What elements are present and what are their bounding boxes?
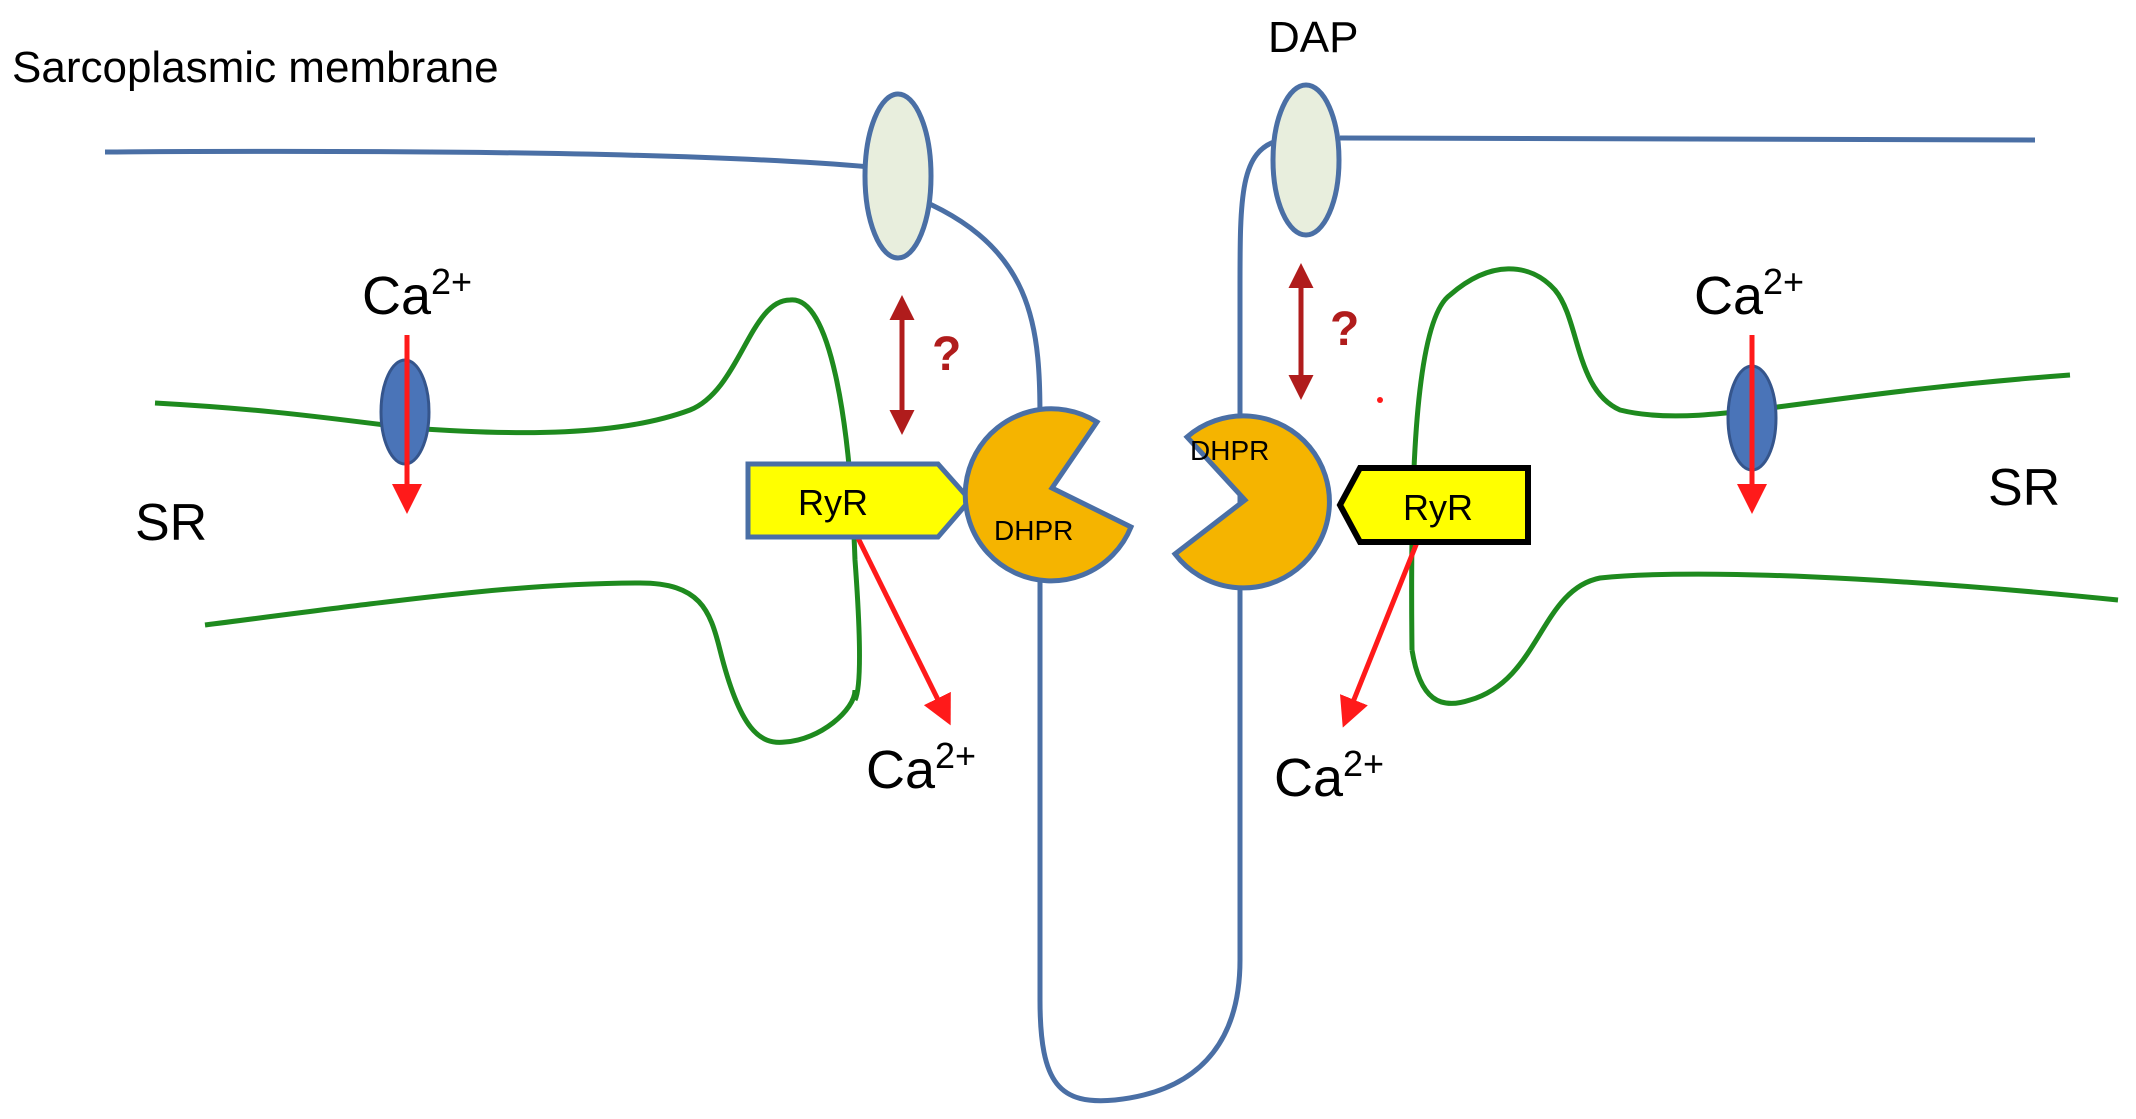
ca-charge: 2+: [1763, 261, 1804, 302]
ca-symbol: Ca: [1274, 748, 1344, 808]
t-tubule: [894, 137, 1281, 1104]
sr-label-right: SR: [1988, 459, 2060, 517]
ca-label-bottom-right: Ca2+: [1274, 743, 1384, 808]
ca-charge: 2+: [1343, 743, 1384, 784]
dap-label: DAP: [1268, 13, 1358, 62]
sarcoplasmic-membrane-label: Sarcoplasmic membrane: [12, 43, 499, 92]
ryr-left-label: RyR: [798, 482, 868, 523]
ca-label-bottom-left: Ca2+: [866, 735, 976, 800]
ryr-right-shape: [1336, 465, 1531, 545]
ryr-left-shape: [745, 461, 974, 540]
dhpr-right-label: DHPR: [1190, 435, 1269, 466]
ca-charge: 2+: [431, 261, 472, 302]
sr-label-left: SR: [135, 494, 207, 552]
ca-symbol: Ca: [362, 266, 432, 326]
sr-membrane-right-lower: [1409, 571, 2119, 706]
ca-label-top-left: Ca2+: [362, 261, 472, 326]
dap-right: [1270, 82, 1342, 238]
ca-symbol: Ca: [1694, 266, 1764, 326]
ca-release-arrow-right: [1340, 539, 1421, 728]
dhpr-left-label: DHPR: [994, 515, 1073, 546]
ca-release-arrow-left: [855, 536, 951, 726]
ca-label-top-right: Ca2+: [1694, 261, 1804, 326]
red-dot: [1377, 397, 1383, 403]
sarcoplasmic-membrane-left: [104, 148, 871, 170]
ca-charge: 2+: [935, 735, 976, 776]
ryr-right-label: RyR: [1403, 487, 1473, 528]
question-mark-right: ?: [1330, 303, 1359, 356]
dhpr-left-shape: [962, 406, 1135, 584]
question-mark-left: ?: [932, 328, 961, 381]
ca-symbol: Ca: [866, 740, 936, 800]
dap-left: [862, 91, 934, 261]
sarcoplasmic-membrane-right: [1339, 135, 2036, 143]
dhpr-right-shape: [1171, 413, 1332, 591]
sr-membrane-left-lower: [204, 580, 858, 745]
sr-membrane-left: [154, 297, 862, 702]
